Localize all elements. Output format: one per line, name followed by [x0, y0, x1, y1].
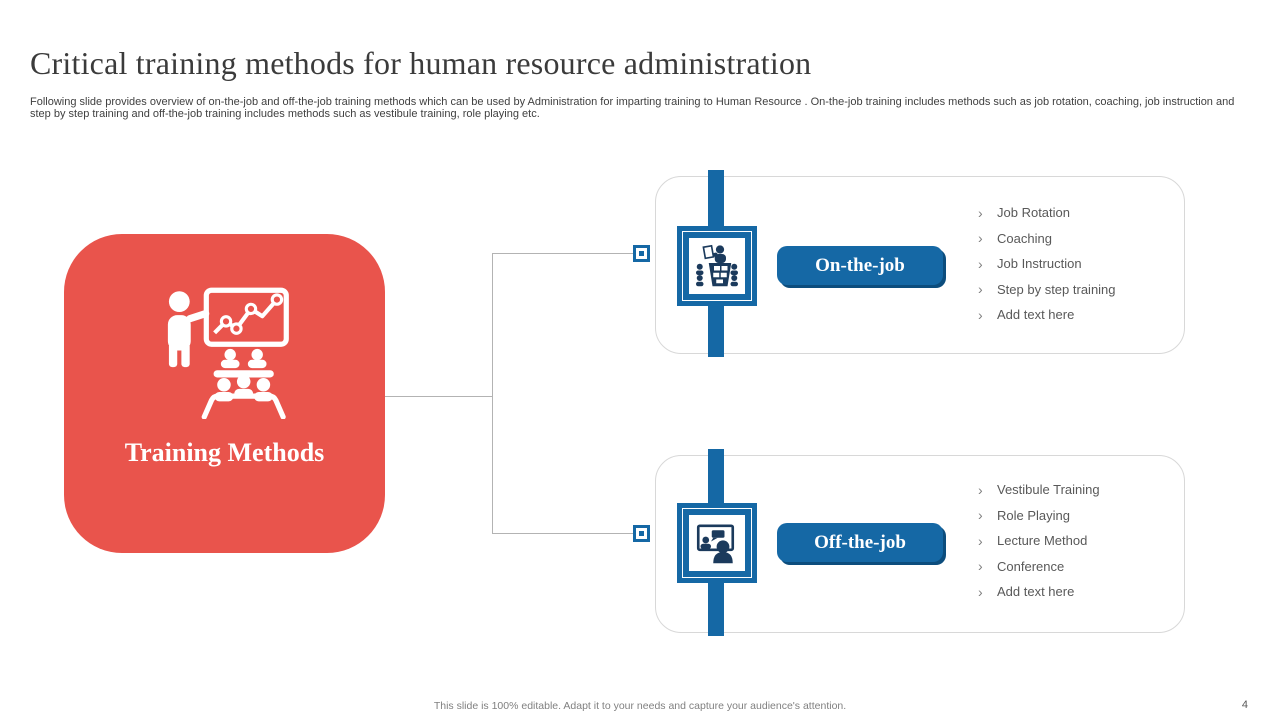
list-item-label: Job Rotation: [997, 205, 1070, 221]
icon-box-ring: [682, 231, 752, 301]
connector-node-top: [633, 245, 650, 262]
on-the-job-icon-box: [677, 226, 757, 306]
connector-line-vertical: [492, 253, 493, 534]
list-item: › Job Rotation: [978, 200, 1116, 226]
slide-description: Following slide provides overview of on-…: [30, 96, 1235, 120]
list-item: › Role Playing: [978, 503, 1100, 529]
training-methods-node[interactable]: Training Methods: [64, 234, 385, 553]
connector-line-center: [385, 396, 492, 397]
list-item-label: Coaching: [997, 230, 1052, 246]
connector-line-top: [492, 253, 633, 254]
icon-box-ring: [682, 508, 752, 578]
list-item-label: Step by step training: [997, 281, 1116, 297]
icon-box-well: [689, 238, 745, 294]
list-item-label: Conference: [997, 558, 1065, 574]
list-item-label: Add text here: [997, 584, 1075, 600]
icon-box-well: [689, 515, 745, 571]
connector-line-bottom: [492, 533, 633, 534]
list-item-label: Lecture Method: [997, 533, 1088, 549]
chevron-marker: ›: [978, 204, 983, 221]
podium-speaker-icon: [696, 244, 738, 287]
list-item: › Vestibule Training: [978, 477, 1100, 503]
chevron-marker: ›: [978, 481, 983, 498]
list-item: › Coaching: [978, 226, 1116, 252]
list-item-label: Add text here: [997, 307, 1075, 323]
list-item: › Conference: [978, 554, 1100, 580]
presenter-chart-audience-icon: [167, 287, 289, 419]
chevron-marker: ›: [978, 306, 983, 323]
list-item: › Add text here: [978, 579, 1100, 605]
chevron-marker: ›: [978, 532, 983, 549]
training-methods-label: Training Methods: [124, 438, 325, 467]
off-the-job-icon-box: [677, 503, 757, 583]
list-item-label: Role Playing: [997, 507, 1070, 523]
list-item: › Add text here: [978, 302, 1116, 328]
list-item: › Step by step training: [978, 277, 1116, 303]
chevron-marker: ›: [978, 507, 983, 524]
on-the-job-button[interactable]: On-the-job: [777, 246, 943, 285]
video-lecture-icon: [696, 524, 735, 564]
page-title: Critical training methods for human reso…: [30, 45, 812, 82]
chevron-marker: ›: [978, 583, 983, 600]
off-the-job-list: › Vestibule Training › Role Playing › Lectu…: [978, 477, 1100, 605]
chevron-marker: ›: [978, 281, 983, 298]
chevron-marker: ›: [978, 230, 983, 247]
page-number: 4: [1241, 699, 1248, 711]
footer-note: This slide is 100% editable. Adapt it to…: [433, 700, 847, 712]
list-item: › Job Instruction: [978, 251, 1116, 277]
list-item: › Lecture Method: [978, 528, 1100, 554]
chevron-marker: ›: [978, 558, 983, 575]
off-the-job-button[interactable]: Off-the-job: [777, 523, 943, 562]
list-item-label: Job Instruction: [997, 256, 1082, 272]
list-item-label: Vestibule Training: [997, 482, 1100, 498]
connector-node-dot: [639, 531, 644, 536]
connector-node-dot: [639, 251, 644, 256]
connector-node-bottom: [633, 525, 650, 542]
on-the-job-list: › Job Rotation › Coaching › Job Instruction…: [978, 200, 1116, 328]
chevron-marker: ›: [978, 255, 983, 272]
